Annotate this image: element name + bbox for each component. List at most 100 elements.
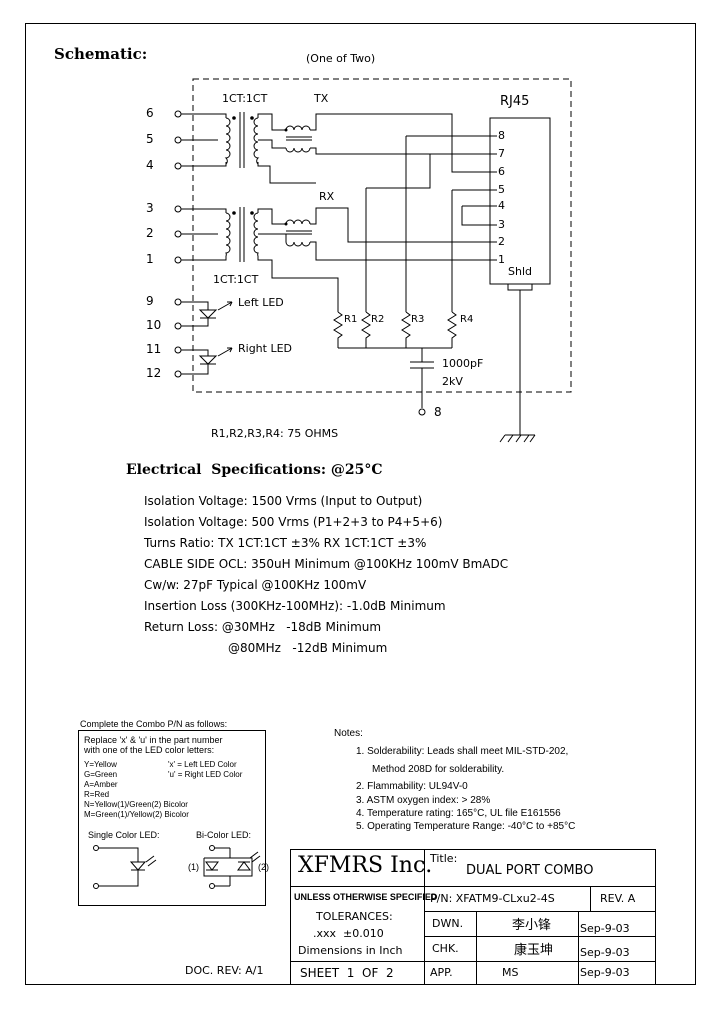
- electrical-title: Electrical Specifications: @25°C: [126, 462, 383, 478]
- approved-name: MS: [502, 966, 519, 979]
- rj45-pin-1: 1: [498, 253, 505, 266]
- combo-box: [78, 730, 266, 906]
- color-bicolor-n: N=Yellow(1)/Green(2) Bicolor: [84, 800, 188, 809]
- pin-5-label: 5: [146, 132, 154, 146]
- tx-primary-coil: [224, 117, 231, 165]
- part-number: P/N: XFATM9-CLxu2-4S: [430, 892, 555, 905]
- tx-label: TX: [314, 92, 329, 105]
- bi-color-label: Bi-Color LED:: [196, 830, 252, 840]
- note-1: 1. Solderability: Leads shall meet MIL-S…: [356, 746, 569, 757]
- single-color-label: Single Color LED:: [88, 830, 160, 840]
- pin-6-label: 6: [146, 106, 154, 120]
- tolerance-line-4: Dimensions in Inch: [298, 944, 403, 957]
- right-led-label: Right LED: [238, 342, 293, 355]
- schematic-subtitle: (One of Two): [306, 52, 376, 65]
- color-green: G=Green: [84, 770, 118, 779]
- resistor-r3: [401, 311, 411, 348]
- shield-label: Shld: [508, 265, 532, 278]
- pin-1-label: 1: [146, 252, 154, 266]
- approved-date: Sep-9-03: [580, 966, 630, 979]
- r2-label: R2: [371, 314, 385, 325]
- rj45-pin-5: 5: [498, 183, 505, 196]
- drawn-date: Sep-9-03: [580, 922, 630, 935]
- tolerance-line-1: UNLESS OTHERWISE SPECIFIED: [294, 892, 438, 902]
- resistor-note: R1,R2,R3,R4: 75 OHMS: [211, 427, 339, 440]
- checked-date: Sep-9-03: [580, 946, 630, 959]
- rj45-label: RJ45: [500, 94, 530, 109]
- rx-label: RX: [319, 190, 335, 203]
- resistor-r4: [447, 311, 457, 348]
- rx-choke-upper: [285, 219, 311, 225]
- bi-color-2: (2): [258, 862, 269, 872]
- rx-choke-lower: [285, 241, 311, 247]
- title-label: Title:: [430, 852, 458, 865]
- rj45-pin-4: 4: [498, 199, 505, 212]
- pin-2-label: 2: [146, 226, 154, 240]
- spec-line-4: CABLE SIDE OCL: 350uH Minimum @100KHz 10…: [144, 557, 509, 571]
- rj45-pin-6: 6: [498, 165, 505, 178]
- pin-9-label: 9: [146, 294, 154, 308]
- resistor-r1: [333, 311, 343, 348]
- spec-line-5: Cw/w: 27pF Typical @100KHz 100mV: [144, 578, 367, 592]
- combo-heading: Complete the Combo P/N as follows:: [80, 719, 228, 729]
- tx-choke-upper: [285, 125, 311, 131]
- pin-8-circle: [418, 408, 426, 416]
- legend-u: 'u' = Right LED Color: [168, 770, 243, 779]
- rj45-pin-7: 7: [498, 147, 505, 160]
- combo-instruction-1: Replace 'x' & 'u' in the part number: [84, 735, 223, 745]
- pin-10-label: 10: [146, 318, 162, 332]
- rj45-pin-3: 3: [498, 218, 505, 231]
- spec-line-2: Isolation Voltage: 500 Vrms (P1+2+3 to P…: [144, 515, 443, 529]
- color-yellow: Y=Yellow: [84, 760, 117, 769]
- note-2: 2. Flammability: UL94V-0: [356, 781, 468, 792]
- pin-8-label: 8: [434, 405, 442, 419]
- spec-line-6: Insertion Loss (300KHz-100MHz): -1.0dB M…: [144, 599, 446, 613]
- note-4: 4. Temperature rating: 165°C, UL file E1…: [356, 808, 561, 819]
- schematic-diagram: [174, 78, 572, 443]
- rx-secondary-coil: [253, 212, 259, 257]
- rj45-pin-2: 2: [498, 235, 505, 248]
- doc-revision: DOC. REV: A/1: [185, 964, 264, 977]
- legend-x: 'x' = Left LED Color: [168, 760, 237, 769]
- schematic-title: Schematic:: [54, 45, 148, 63]
- company-name: XFMRS Inc.: [298, 853, 433, 878]
- drawn-label: DWN.: [432, 917, 464, 930]
- rx-primary-coil: [225, 212, 231, 257]
- tx-secondary-coil: [253, 117, 260, 165]
- spec-line-1: Isolation Voltage: 1500 Vrms (Input to O…: [144, 494, 423, 508]
- note-5: 5. Operating Temperature Range: -40°C to…: [356, 821, 576, 832]
- spec-line-7: Return Loss: @30MHz -18dB Minimum: [144, 620, 382, 634]
- pin-11-label: 11: [146, 342, 162, 356]
- pin-3-label: 3: [146, 201, 154, 215]
- combo-instruction-2: with one of the LED color letters:: [84, 745, 215, 755]
- left-led-label: Left LED: [238, 296, 284, 309]
- revision: REV. A: [600, 892, 636, 905]
- bi-color-1: (1): [188, 862, 199, 872]
- r3-label: R3: [411, 314, 425, 325]
- module-outline: [192, 78, 572, 393]
- resistor-r2: [361, 311, 371, 348]
- tx-choke-lower: [285, 147, 311, 153]
- rj45-pin-8: 8: [498, 129, 505, 142]
- r1-label: R1: [344, 314, 358, 325]
- spec-line-3: Turns Ratio: TX 1CT:1CT ±3% RX 1CT:1CT ±…: [144, 536, 427, 550]
- tolerance-line-3: .xxx ±0.010: [313, 927, 384, 940]
- title-block: [290, 849, 656, 985]
- rx-transformer-ratio: 1CT:1CT: [213, 273, 259, 286]
- note-1-cont: Method 208D for solderability.: [372, 764, 505, 775]
- color-bicolor-m: M=Green(1)/Yellow(2) Bicolor: [84, 810, 189, 819]
- color-red: R=Red: [84, 790, 110, 799]
- checked-name: 康玉坤: [514, 943, 554, 958]
- capacitor-value: 1000pF: [442, 357, 484, 370]
- title-value: DUAL PORT COMBO: [466, 863, 594, 878]
- r4-label: R4: [460, 314, 474, 325]
- tolerance-line-2: TOLERANCES:: [316, 910, 393, 923]
- drawn-name: 李小锋: [512, 918, 552, 933]
- note-3: 3. ASTM oxygen index: > 28%: [356, 795, 491, 806]
- approved-label: APP.: [430, 966, 453, 979]
- tx-transformer-ratio: 1CT:1CT: [222, 92, 268, 105]
- pin-4-label: 4: [146, 158, 154, 172]
- notes-heading: Notes:: [334, 728, 363, 739]
